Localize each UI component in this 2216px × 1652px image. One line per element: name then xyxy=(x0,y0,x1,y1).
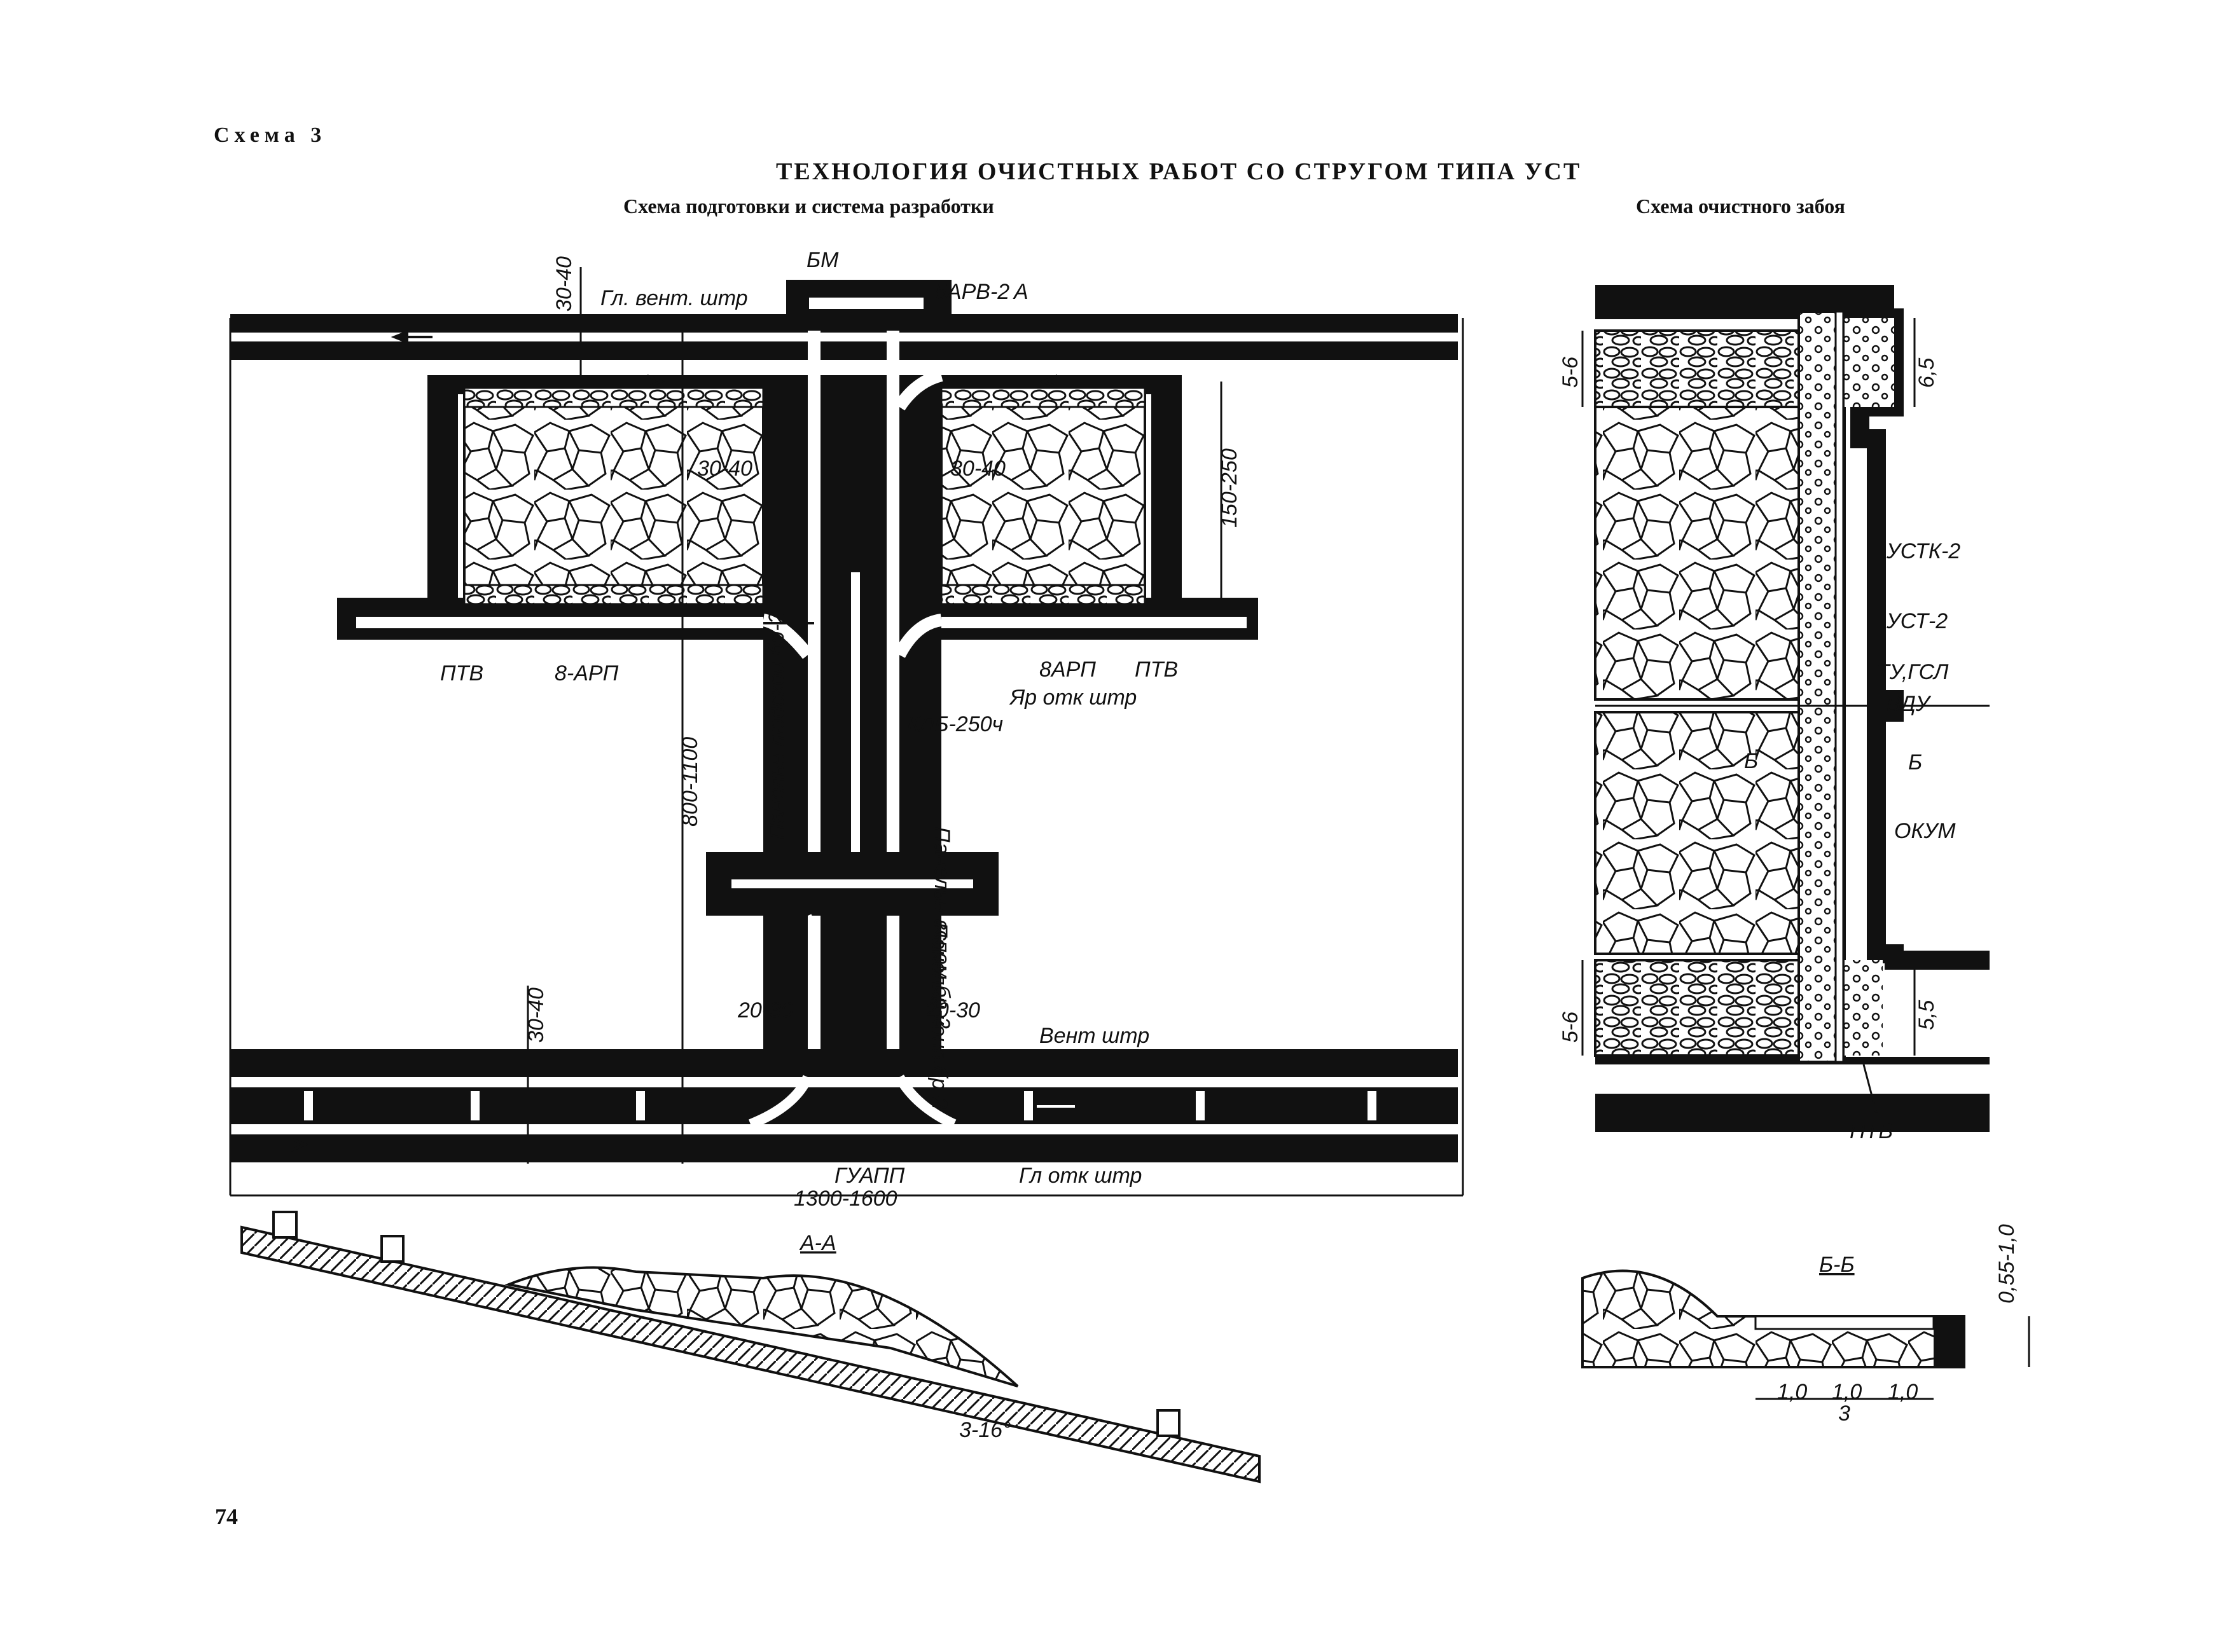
vent-drift xyxy=(230,1049,1458,1077)
label-ustk-2: УСТК-2 xyxy=(1886,539,1960,563)
label-okum: ОКУМ xyxy=(1894,819,1956,843)
label-panel-haulage-drift: Яр отк штр xyxy=(1009,685,1137,710)
dim-30-40-right: 30-40 xyxy=(950,457,1006,481)
label-main-haulage-drift: Гл отк штр xyxy=(1019,1164,1142,1188)
dim-150-250: 150-250 xyxy=(1217,448,1242,528)
label-panel-aux-drift: Панельн вспом бр-2 xyxy=(930,827,954,1029)
label-section-a-top: А xyxy=(1013,280,1028,304)
label-ust-2: УСТ-2 xyxy=(1886,609,1948,633)
dim-20-30-left: 20-30 xyxy=(737,998,793,1022)
label-ptv-face: ПТВ xyxy=(1850,1119,1893,1143)
dim-30-40-left: 30-40 xyxy=(697,457,752,481)
dim-3: 3 xyxy=(1838,1401,1850,1426)
plan-view: БМ 5АРВ-2 А Гл. вент. штр 30-40 30-40 30… xyxy=(229,248,1464,1211)
dim-30-40-bottom: 30-40 xyxy=(524,988,548,1043)
label-guapp: ГУАПП xyxy=(834,1164,905,1188)
label-8arp-left: 8-АРП xyxy=(555,661,619,685)
scheme-label: Схема 3 xyxy=(214,123,327,147)
panel-left-goaf xyxy=(463,387,765,605)
section-b-b-title: Б-Б xyxy=(1819,1253,1855,1277)
dim-5-6-top: 5-6 xyxy=(1558,357,1582,388)
dim-5-5: 5,5 xyxy=(1915,1000,1939,1030)
preparation-scheme-subtitle: Схема подготовки и система разработки xyxy=(623,195,994,217)
label-5arv: 5АРВ-2 xyxy=(935,280,1009,304)
goaf-lower xyxy=(1594,711,1800,955)
label-8arp-right: 8АРП xyxy=(1039,657,1096,682)
panel-right-goaf xyxy=(940,387,1146,605)
page-title: ТЕХНОЛОГИЯ ОЧИСТНЫХ РАБОТ СО СТРУГОМ ТИП… xyxy=(776,158,1582,185)
plough-conveyor xyxy=(1834,310,1845,1063)
face-scheme: 5-6 6,5 УСТК-2 УСТ-2 ТУ,ГСЛ ВДУ Б Б ОКУМ… xyxy=(1558,285,1990,1143)
dim-1300-1600: 1300-1600 xyxy=(794,1187,897,1211)
dim-6-5: 6,5 xyxy=(1915,358,1939,388)
label-vdu: ВДУ xyxy=(1887,692,1932,716)
dim-1-0-c: 1,0 xyxy=(1888,1380,1918,1404)
section-a-a-title: А-А xyxy=(799,1231,836,1255)
label-tu-gsl: ТУ,ГСЛ xyxy=(1876,660,1949,684)
face-scheme-subtitle: Схема очистного забоя xyxy=(1636,195,1845,217)
section-b-b: Б-Б 0,55-1,0 1,0 1,0 1,0 3 xyxy=(1581,1224,2030,1426)
label-panel-conveyor-drift: Панельн конв.бр-2 xyxy=(927,922,952,1109)
label-vent-drift: Вент штр xyxy=(1039,1024,1149,1048)
label-panel-man-drift: Панельн людскои бр-2 xyxy=(765,612,789,839)
section-a-a: А-А 3-16° xyxy=(240,1211,1261,1483)
dim-1-0-b: 1,0 xyxy=(1832,1380,1862,1404)
dim-5-6-bottom: 5-6 xyxy=(1558,1012,1582,1043)
label-main-vent-drift: Гл. вент. штр xyxy=(600,286,748,310)
seam-dip-angle: 3-16° xyxy=(959,1418,1011,1442)
label-section-b-left: Б xyxy=(1744,749,1758,773)
label-ptv-left: ПТВ xyxy=(440,661,483,685)
label-section-b-right: Б xyxy=(1908,750,1922,774)
goaf-upper xyxy=(1594,406,1800,701)
label-klb: КЛБ-250ч xyxy=(907,712,1003,736)
dim-800-1100: 800-1100 xyxy=(678,737,702,827)
label-ptv-right: ПТВ xyxy=(1135,657,1178,682)
dim-20-30-right: 20-30 xyxy=(924,998,980,1022)
page-number: 74 xyxy=(215,1504,238,1529)
dim-30-40-top: 30-40 xyxy=(552,256,576,312)
label-bm: БМ xyxy=(807,248,839,272)
main-haulage-drift xyxy=(230,1087,1458,1124)
dim-0-55-1-0: 0,55-1,0 xyxy=(1995,1224,2019,1304)
dim-1-0-a: 1,0 xyxy=(1777,1380,1807,1404)
